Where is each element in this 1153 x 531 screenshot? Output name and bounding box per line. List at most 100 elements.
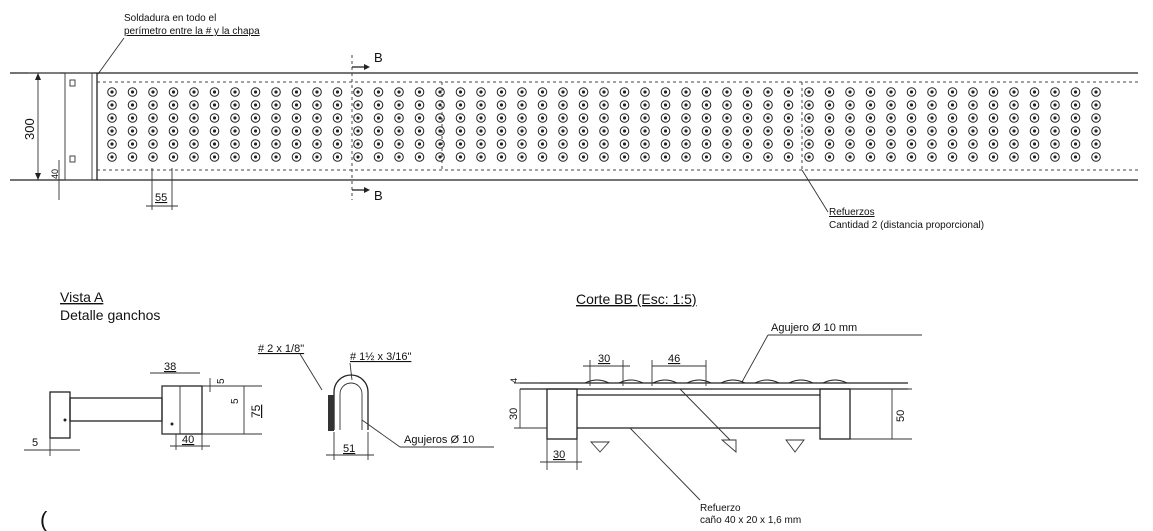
perforation-hole-center <box>766 129 770 133</box>
perforation-hole-center <box>868 129 873 133</box>
perforation-hole-center <box>807 90 811 94</box>
perforation-hole-center <box>540 103 545 107</box>
perforation-hole <box>845 152 855 162</box>
vista-a-title: Vista A <box>60 289 104 305</box>
perforation-hole-center <box>417 129 422 133</box>
perforation-hole-center <box>704 103 709 107</box>
perforation-hole <box>906 113 917 123</box>
perforation-hole <box>107 126 117 136</box>
dim-30-bottom: 30 <box>553 449 565 461</box>
perforation-hole <box>906 100 917 110</box>
perforation-hole <box>1091 152 1101 162</box>
perforation-hole-center <box>151 155 155 159</box>
perforation-hole <box>209 139 220 149</box>
perforation-hole <box>476 152 486 162</box>
left-bracket <box>49 391 71 439</box>
perforation-hole-center <box>930 90 934 94</box>
perforation-hole-center <box>868 142 873 146</box>
plate-bump <box>584 379 610 384</box>
perforation-hole <box>517 113 527 123</box>
perforation-hole <box>927 87 937 97</box>
perforation-hole-center <box>110 142 114 146</box>
perforation-hole <box>722 113 732 123</box>
perforation-hole <box>1070 139 1081 149</box>
right-bracket-inner <box>161 385 181 435</box>
perforation-hole-center <box>663 90 668 94</box>
perforation-hole-center <box>1094 142 1098 146</box>
perforation-hole-center <box>909 142 914 146</box>
perforation-hole-center <box>294 142 299 146</box>
perforation-hole-center <box>827 155 832 159</box>
perforation-hole <box>148 100 158 110</box>
perforation-hole-center <box>110 90 114 94</box>
perforation-hole <box>865 126 876 136</box>
right-bracket <box>161 385 203 435</box>
perforation-hole-center <box>438 116 442 120</box>
perforation-hole <box>763 139 773 149</box>
perforation-hole <box>619 87 630 97</box>
perforation-hole-center <box>110 155 114 159</box>
perforation-hole-center <box>233 129 237 133</box>
perforation-hole-center <box>602 129 606 133</box>
plate-bump <box>686 379 712 384</box>
perforation-hole-center <box>807 103 811 107</box>
perforation-hole-center <box>684 129 688 133</box>
perforation-hole <box>414 87 425 97</box>
perforation-hole <box>742 113 753 123</box>
perforation-hole <box>414 139 425 149</box>
perforation-hole-center <box>1032 116 1037 120</box>
perforation-hole <box>824 100 835 110</box>
perforation-hole-center <box>1032 103 1037 107</box>
perforation-hole <box>230 126 240 136</box>
perforation-hole <box>435 126 445 136</box>
perforation-hole-center <box>479 103 483 107</box>
perforation-hole-center <box>171 116 176 120</box>
perforation-hole <box>865 87 876 97</box>
perforation-hole <box>619 139 630 149</box>
perforation-hole <box>168 113 179 123</box>
perforation-hole <box>517 100 527 110</box>
perforation-hole-center <box>889 103 893 107</box>
perforation-hole <box>599 87 609 97</box>
perforation-hole <box>701 113 712 123</box>
perforation-hole-center <box>274 129 278 133</box>
perforation-hole <box>578 139 589 149</box>
section-bb: Corte BB (Esc: 1:5) Agujero Ø 10 mm 30 4… <box>508 291 922 526</box>
perforation-hole-center <box>151 129 155 133</box>
perforation-hole-center <box>417 116 422 120</box>
perforation-hole-center <box>417 103 422 107</box>
perforation-hole <box>1029 126 1040 136</box>
perforation-hole <box>517 139 527 149</box>
perforation-hole-center <box>807 142 811 146</box>
perforation-hole <box>107 100 117 110</box>
perforation-hole <box>168 126 179 136</box>
reinforcement-tube-leader <box>629 427 701 501</box>
perforation-hole <box>804 113 814 123</box>
perforation-hole-center <box>868 116 873 120</box>
perforation-hole <box>127 100 138 110</box>
perforation-hole <box>927 100 937 110</box>
perforation-hole-center <box>725 90 729 94</box>
left-profile <box>546 388 578 440</box>
perforation-hole <box>578 113 589 123</box>
perforation-hole <box>701 152 712 162</box>
perforation-hole <box>783 87 794 97</box>
plate-bump <box>754 379 780 384</box>
perforation-hole <box>968 87 978 97</box>
perforation-hole-center <box>335 103 340 107</box>
perforation-hole <box>127 139 138 149</box>
perforation-hole-center <box>458 155 463 159</box>
perforation-hole-center <box>930 116 934 120</box>
section-bb-title: Corte BB (Esc: 1:5) <box>576 291 697 307</box>
perforation-hole-center <box>212 155 217 159</box>
perforation-hole <box>537 113 548 123</box>
perforation-hole <box>455 139 466 149</box>
perforation-hole <box>332 126 343 136</box>
perforation-hole <box>968 152 978 162</box>
perforation-hole <box>414 152 425 162</box>
weld-note-line2: perímetro entre la # y la chapa <box>124 26 260 37</box>
perforation-hole-center <box>356 103 360 107</box>
perforation-hole-center <box>274 103 278 107</box>
reinforcement-tube-spec: caño 40 x 20 x 1,6 mm <box>700 515 801 526</box>
perforation-hole-center <box>335 90 340 94</box>
